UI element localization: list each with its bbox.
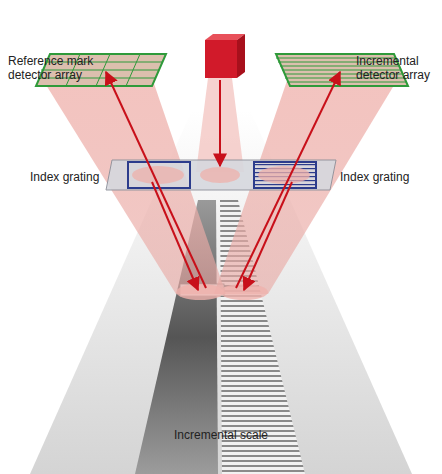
beam-spot	[132, 166, 184, 184]
detector-label: Reference mark detector array	[8, 54, 108, 82]
grating-label: Index grating	[30, 170, 110, 184]
beam-spot	[258, 166, 310, 184]
source-beam	[196, 78, 244, 172]
beam-spot	[200, 167, 240, 183]
beam-spot	[176, 284, 224, 300]
light-source-side	[237, 34, 245, 78]
light-arrow	[152, 182, 198, 290]
detector-label: Incremental detector array	[356, 54, 442, 82]
grating-label: Index grating	[340, 170, 440, 184]
light-source	[205, 40, 237, 78]
scale-label: Incremental scale	[121, 428, 321, 442]
light-arrow	[244, 182, 292, 290]
light-arrow	[106, 72, 206, 288]
beam-spot	[220, 284, 268, 300]
light-arrow	[219, 80, 221, 166]
light-arrow	[236, 72, 340, 288]
